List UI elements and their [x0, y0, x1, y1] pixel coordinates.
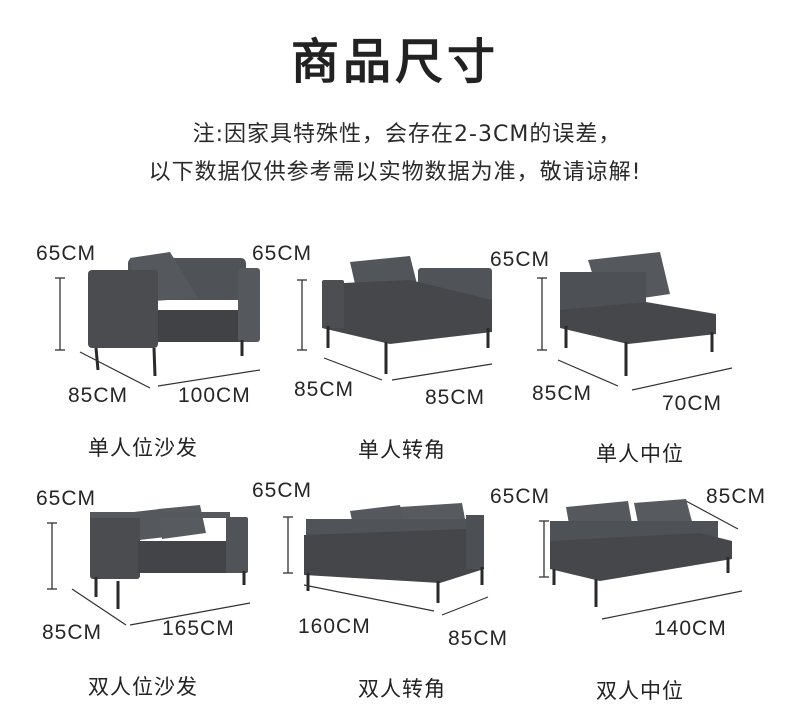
- product-card-single-corner: 65CM 85CM 85CM 单人转角: [252, 240, 520, 480]
- height-label: 65CM: [36, 242, 97, 265]
- width-label: 100CM: [178, 384, 251, 407]
- width-label: 70CM: [662, 392, 723, 415]
- height-label: 65CM: [36, 487, 97, 510]
- product-card-double-corner: 65CM 85CM 160CM 双人转角: [252, 479, 520, 725]
- product-name: 单人中位: [596, 442, 684, 466]
- depth-label: 85CM: [448, 627, 509, 650]
- single-corner-illustration: [297, 256, 493, 381]
- height-label: 65CM: [490, 485, 551, 508]
- width-label: 140CM: [654, 617, 727, 640]
- double-corner-illustration: [283, 503, 489, 616]
- product-name: 单人位沙发: [88, 436, 198, 460]
- width-label: 85CM: [425, 386, 486, 409]
- depth-label: 85CM: [706, 485, 767, 508]
- width-label: 165CM: [162, 617, 235, 640]
- height-label: 65CM: [490, 248, 551, 271]
- product-name: 双人位沙发: [88, 675, 198, 699]
- product-card-single-middle: 65CM 85CM 70CM 单人中位: [490, 240, 760, 480]
- product-name: 双人中位: [596, 679, 684, 703]
- product-name: 双人转角: [358, 677, 446, 701]
- product-card-double-sofa: 65CM 85CM 165CM 双人位沙发: [30, 485, 280, 725]
- notice-line-1: 注:因家具特殊性，会存在2-3CM的误差，: [192, 122, 622, 147]
- single-middle-illustration: [537, 252, 733, 391]
- product-card-single-sofa: 65CM 85CM 100CM 单人位沙发: [30, 240, 280, 480]
- height-label: 65CM: [252, 242, 313, 265]
- depth-label: 85CM: [68, 384, 129, 407]
- double-middle-illustration: [539, 499, 743, 620]
- double-sofa-illustration: [47, 505, 251, 626]
- page-title: 商品尺寸: [290, 34, 499, 90]
- notice-line-2: 以下数据仅供参考需以实物数据为准，敬请谅解!: [148, 160, 642, 185]
- width-label: 160CM: [298, 615, 371, 638]
- depth-label: 85CM: [532, 382, 593, 405]
- product-card-double-middle: 65CM 85CM 140CM 双人中位: [490, 485, 765, 725]
- height-label: 65CM: [252, 479, 313, 502]
- depth-label: 85CM: [294, 378, 355, 401]
- product-name: 单人转角: [358, 438, 446, 462]
- depth-label: 85CM: [42, 621, 103, 644]
- single-sofa-illustration: [55, 252, 261, 389]
